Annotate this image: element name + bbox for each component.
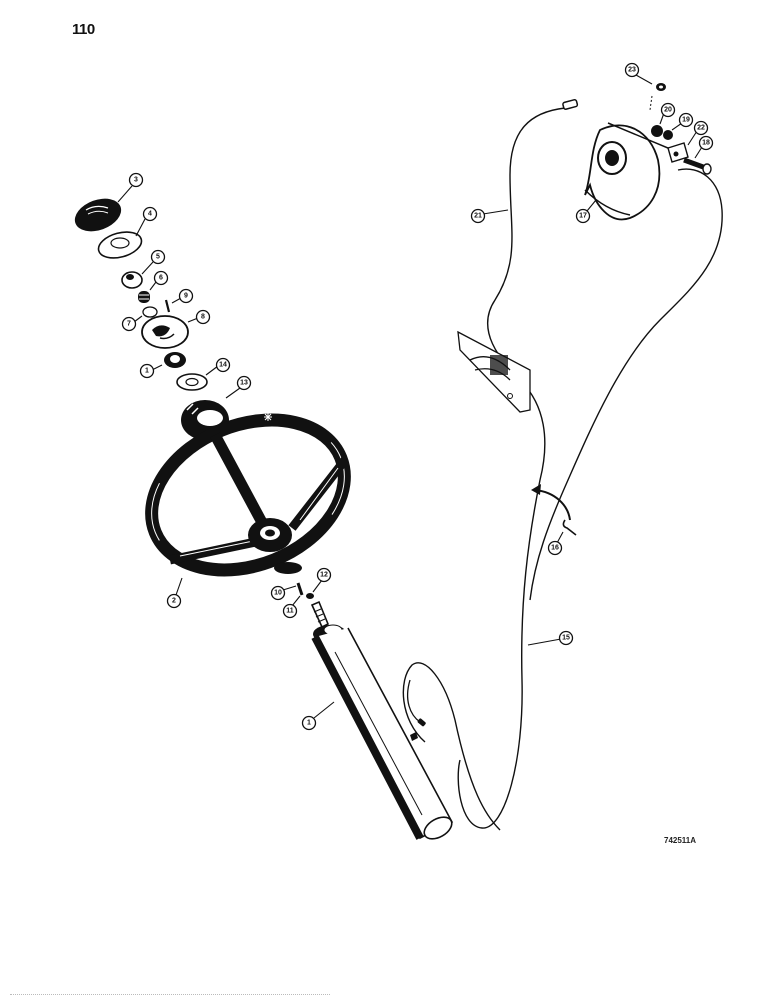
contact-plate [142, 306, 158, 318]
svg-text:14: 14 [219, 362, 227, 369]
steering-wheel [145, 413, 351, 577]
callout-20: 20 [660, 102, 676, 118]
svg-text:3: 3 [134, 177, 138, 184]
callout-17: 17 [575, 208, 591, 224]
svg-text:13: 13 [240, 380, 248, 387]
callout-15: 15 [558, 630, 574, 646]
callout-16: 16 [547, 540, 563, 556]
svg-text:23: 23 [628, 67, 636, 74]
callout-21: 21 [470, 208, 486, 224]
scan-artifact-divider [10, 994, 330, 997]
svg-text:5: 5 [156, 254, 160, 261]
callout-1-column: 1 [301, 715, 317, 731]
terminal-bracket [457, 330, 531, 413]
callout-12: 12 [316, 567, 332, 583]
svg-text:10: 10 [274, 590, 282, 597]
callout-2: 2 [166, 593, 182, 609]
svg-text:15: 15 [562, 635, 570, 642]
terminal-with-arrow [531, 484, 577, 536]
svg-text:6: 6 [159, 275, 163, 282]
svg-text:19: 19 [682, 117, 690, 124]
svg-text:11: 11 [286, 608, 294, 615]
steering-column [310, 600, 454, 840]
svg-text:18: 18 [702, 140, 710, 147]
callout-1-nut: 1 [139, 363, 155, 379]
horn-wire [457, 98, 723, 829]
callout-19: 19 [678, 112, 694, 128]
column-spring [296, 582, 304, 596]
callout-7: 7 [121, 316, 137, 332]
horn-bracket [667, 142, 689, 163]
horn [584, 122, 681, 221]
svg-text:4: 4 [148, 211, 152, 218]
svg-text:9: 9 [184, 293, 188, 300]
horn-button-cap [74, 198, 122, 232]
figure-code: 742511A [664, 836, 697, 845]
callout-8: 8 [195, 309, 211, 325]
callout-10: 10 [270, 585, 286, 601]
callout-4: 4 [142, 206, 158, 222]
screw [164, 299, 171, 313]
retainer-cup [97, 231, 143, 259]
callout-23: 23 [624, 62, 640, 78]
column-insulator [306, 593, 314, 599]
svg-text:20: 20 [664, 107, 672, 114]
svg-text:21: 21 [474, 213, 482, 220]
callout-18: 18 [698, 135, 714, 151]
callout-9: 9 [178, 288, 194, 304]
svg-text:2: 2 [172, 598, 176, 605]
callout-3: 3 [128, 172, 144, 188]
svg-text:1: 1 [307, 720, 311, 727]
washer [176, 373, 208, 391]
contact-cap [121, 271, 143, 289]
svg-text:7: 7 [127, 321, 131, 328]
horn-nuts [649, 83, 673, 140]
callout-11: 11 [282, 603, 298, 619]
callout-13: 13 [236, 375, 252, 391]
column-ground-wire [402, 662, 501, 831]
callout-22: 22 [693, 120, 709, 136]
leader-lines [117, 74, 703, 719]
svg-text:22: 22 [697, 125, 705, 132]
callouts: 3 4 5 6 9 7 8 1 14 13 2 10 11 12 1 23 20… [121, 62, 714, 731]
callout-14: 14 [215, 357, 231, 373]
svg-text:8: 8 [201, 314, 205, 321]
svg-text:17: 17 [579, 213, 587, 220]
svg-text:12: 12 [320, 572, 328, 579]
horn-contact-housing [141, 315, 189, 349]
svg-text:1: 1 [145, 368, 149, 375]
spring [138, 291, 150, 303]
callout-6: 6 [153, 270, 169, 286]
svg-text:16: 16 [551, 545, 559, 552]
callout-5: 5 [150, 249, 166, 265]
nut [164, 352, 186, 368]
page-number: 110 [72, 21, 95, 38]
horn-bolt [683, 157, 712, 175]
